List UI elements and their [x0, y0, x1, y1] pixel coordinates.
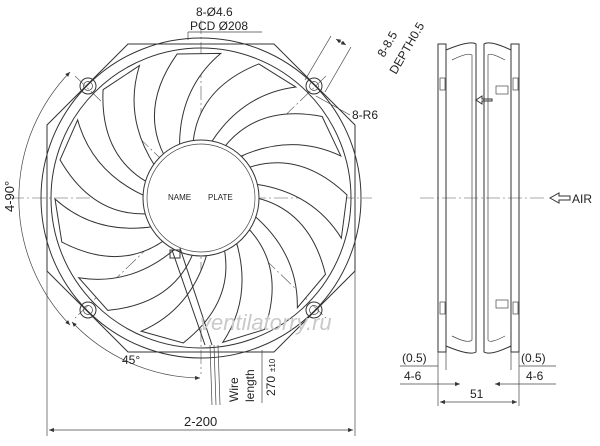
- lead-wires: [209, 344, 221, 406]
- side-view: AIR (0.5) (0.5) 4-6 4-6 51: [400, 42, 592, 406]
- name-plate-label-right: PLATE: [208, 193, 233, 202]
- airflow-label: AIR: [572, 192, 592, 206]
- impeller-blade: [247, 162, 348, 240]
- depth-dim-label: 51: [470, 387, 484, 401]
- gap-right-label: (0.5): [521, 351, 546, 365]
- impeller-blade: [253, 197, 327, 310]
- hole-count-dia: 8-Ø4.6: [196, 5, 233, 19]
- rear-flange: [510, 43, 520, 353]
- impeller-blade: [154, 52, 223, 157]
- hub-outer: [142, 139, 260, 257]
- front-view: NAME PLATE Wire length 270 ±10 8-Ø4.6 PC…: [2, 5, 427, 436]
- impeller-blade: [221, 227, 273, 344]
- counterbore-ext-1: [304, 35, 332, 81]
- cable-clip: [169, 249, 181, 259]
- airflow-arrow: [548, 192, 571, 204]
- pcd-label: PCD Ø208: [190, 19, 248, 33]
- impeller-blade: [192, 63, 298, 144]
- airflow-arrow-small: [475, 95, 493, 105]
- flange-left-label: 4-6: [404, 369, 422, 383]
- mounting-holes: [79, 77, 323, 319]
- impeller-blade: [102, 64, 156, 183]
- corner-radius-label: 8-R6: [352, 108, 378, 122]
- angle-step-label: 45°: [122, 353, 140, 367]
- front-flange: [437, 43, 447, 353]
- frame-outline: [46, 43, 356, 353]
- angle-total-label: 4-90°: [2, 181, 17, 212]
- housing-front: [445, 42, 477, 354]
- wire-length-tolerance: ±10: [268, 358, 277, 372]
- impeller-blade: [54, 197, 166, 258]
- wire-length-value: 270: [264, 376, 278, 396]
- impeller-blade: [223, 113, 342, 158]
- frame-ring: [40, 37, 362, 359]
- housing-rear: [483, 42, 512, 354]
- angle-arc-45: [71, 321, 201, 381]
- side-hole-stubs: [439, 77, 519, 315]
- width-label: 2-200: [184, 414, 217, 429]
- watermark: ventilatorry.ru: [200, 310, 332, 335]
- name-plate-label-left: NAME: [168, 193, 191, 202]
- impeller-blade: [77, 247, 194, 311]
- diagonal-centerline-a: [74, 75, 327, 319]
- wire-label-2: length: [243, 369, 257, 402]
- flange-right-label: 4-6: [526, 369, 544, 383]
- venturi-ring: [50, 47, 352, 349]
- impeller-blade: [59, 118, 148, 215]
- hub-inner: [146, 143, 256, 253]
- impeller-blades: [54, 52, 348, 344]
- angle-arc-90: [18, 71, 71, 326]
- counterbore-ext-2: [324, 46, 352, 93]
- wire-label-1: Wire: [227, 377, 241, 402]
- radius-leader: [315, 95, 351, 116]
- gap-left-label: (0.5): [402, 351, 427, 365]
- support-strut-2: [179, 247, 213, 346]
